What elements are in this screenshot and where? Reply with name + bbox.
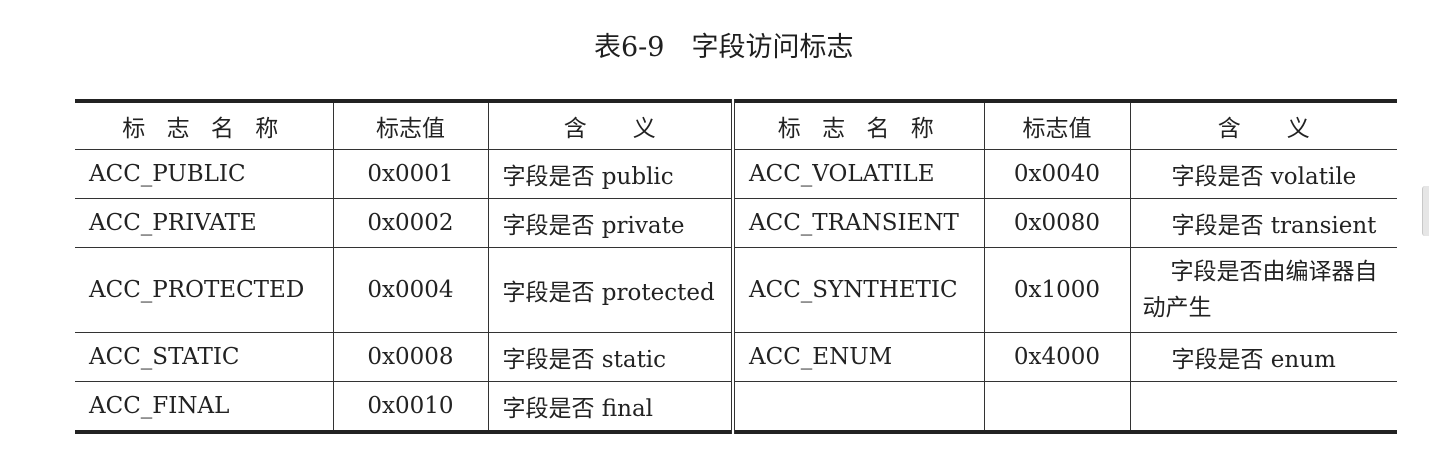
flag-value-cell: 0x0001 xyxy=(332,149,489,199)
flag-name-cell: ACC_STATIC xyxy=(75,332,334,382)
flag-meaning-cell: 字段是否 private xyxy=(487,198,735,248)
flag-meaning-cell: 字段是否 volatile xyxy=(1129,149,1397,199)
scrollbar-thumb[interactable] xyxy=(1422,186,1429,236)
flag-name-cell: ACC_SYNTHETIC xyxy=(732,247,985,333)
flag-value-cell: 0x0040 xyxy=(983,149,1131,199)
flag-meaning-cell: 字段是否由编译器自动产生 xyxy=(1129,247,1397,333)
flag-value-cell: 0x0004 xyxy=(332,247,489,333)
field-access-flags-table: 标 志 名 称 标志值 含 义 标 志 名 称 标志值 含 义 ACC_PUBL… xyxy=(75,99,1397,434)
table-row: ACC_PRIVATE 0x0002 字段是否 private ACC_TRAN… xyxy=(75,198,1397,248)
flag-value-cell: 0x0080 xyxy=(983,198,1131,248)
flag-name-cell: ACC_TRANSIENT xyxy=(732,198,985,248)
table-row: ACC_STATIC 0x0008 字段是否 static ACC_ENUM 0… xyxy=(75,332,1397,382)
flag-meaning-cell: 字段是否 static xyxy=(487,332,735,382)
table-caption: 表6-9 字段访问标志 xyxy=(594,32,854,63)
flag-value-cell: 0x0008 xyxy=(332,332,489,382)
table-row: ACC_FINAL 0x0010 字段是否 final xyxy=(75,381,1397,434)
flag-meaning-cell xyxy=(1129,381,1397,434)
flag-value-cell: 0x4000 xyxy=(983,332,1131,382)
flag-name-cell: ACC_ENUM xyxy=(732,332,985,382)
flag-meaning-cell: 字段是否 public xyxy=(487,149,735,199)
flag-value-cell: 0x0002 xyxy=(332,198,489,248)
flag-meaning-cell: 字段是否 enum xyxy=(1129,332,1397,382)
flag-name-cell: ACC_VOLATILE xyxy=(732,149,985,199)
flag-meaning-cell: 字段是否 final xyxy=(487,381,735,434)
header-flag-value: 标志值 xyxy=(332,99,489,150)
flag-name-cell: ACC_PUBLIC xyxy=(75,149,334,199)
flag-name-cell: ACC_PROTECTED xyxy=(75,247,334,333)
header-flag-name: 标 志 名 称 xyxy=(75,99,334,150)
header-flag-value: 标志值 xyxy=(983,99,1131,150)
flag-value-cell: 0x1000 xyxy=(983,247,1131,333)
flag-name-cell: ACC_PRIVATE xyxy=(75,198,334,248)
flag-name-cell xyxy=(732,381,985,434)
flag-name-cell: ACC_FINAL xyxy=(75,381,334,434)
table-row: ACC_PROTECTED 0x0004 字段是否 protected ACC_… xyxy=(75,247,1397,333)
flag-meaning-text: 字段是否由编译器自动产生 xyxy=(1142,259,1378,321)
flag-meaning-cell: 字段是否 transient xyxy=(1129,198,1397,248)
header-meaning: 含 义 xyxy=(1129,99,1397,150)
flag-value-cell: 0x0010 xyxy=(332,381,489,434)
table-row: ACC_PUBLIC 0x0001 字段是否 public ACC_VOLATI… xyxy=(75,149,1397,199)
table-header-row: 标 志 名 称 标志值 含 义 标 志 名 称 标志值 含 义 xyxy=(75,99,1397,150)
flag-value-cell xyxy=(983,381,1131,434)
header-meaning: 含 义 xyxy=(487,99,735,150)
flag-meaning-cell: 字段是否 protected xyxy=(487,247,735,333)
header-flag-name: 标 志 名 称 xyxy=(732,99,985,150)
